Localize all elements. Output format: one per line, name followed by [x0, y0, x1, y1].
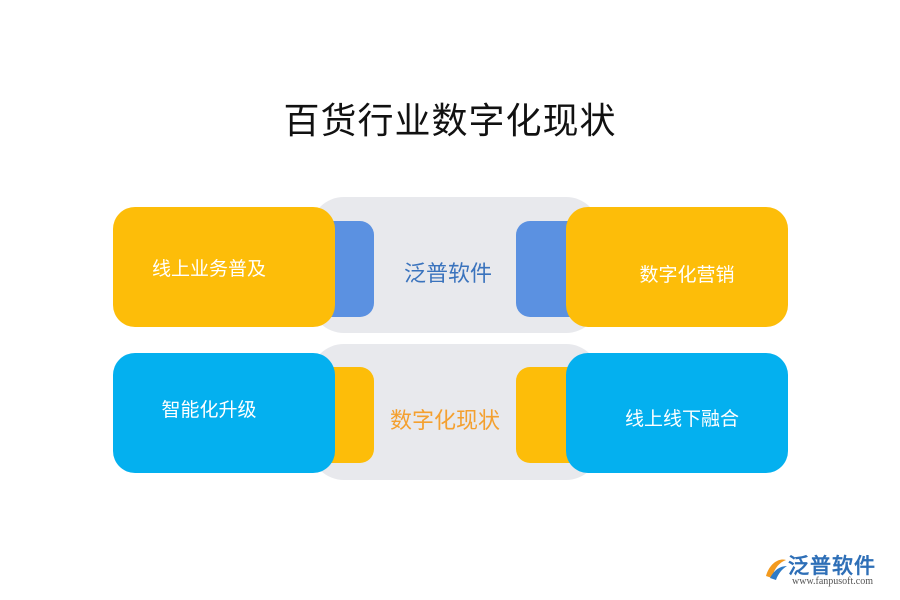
fanpu-logo: 泛普软件 www.fanpusoft.com [762, 550, 886, 590]
center-label-1: 泛普软件 [404, 262, 493, 287]
page-title: 百货行业数字化现状 [283, 101, 617, 142]
fanpu-logo-name: 泛普软件 [788, 554, 876, 578]
fanpu-logo-icon [766, 559, 787, 580]
box-online-business: 线上业务普及 [113, 207, 335, 327]
fanpu-logo-url: www.fanpusoft.com [792, 576, 874, 587]
box-online-offline-label: 线上线下融合 [624, 407, 739, 430]
box-smart-upgrade-label: 智能化升级 [161, 398, 257, 421]
box-smart-upgrade: 智能化升级 [113, 353, 335, 473]
center-label-2: 数字化现状 [390, 409, 501, 434]
box-digital-marketing: 数字化营销 [566, 207, 788, 327]
box-digital-marketing-label: 数字化营销 [639, 263, 735, 286]
box-online-offline: 线上线下融合 [566, 353, 788, 473]
box-online-business-label: 线上业务普及 [151, 257, 266, 280]
